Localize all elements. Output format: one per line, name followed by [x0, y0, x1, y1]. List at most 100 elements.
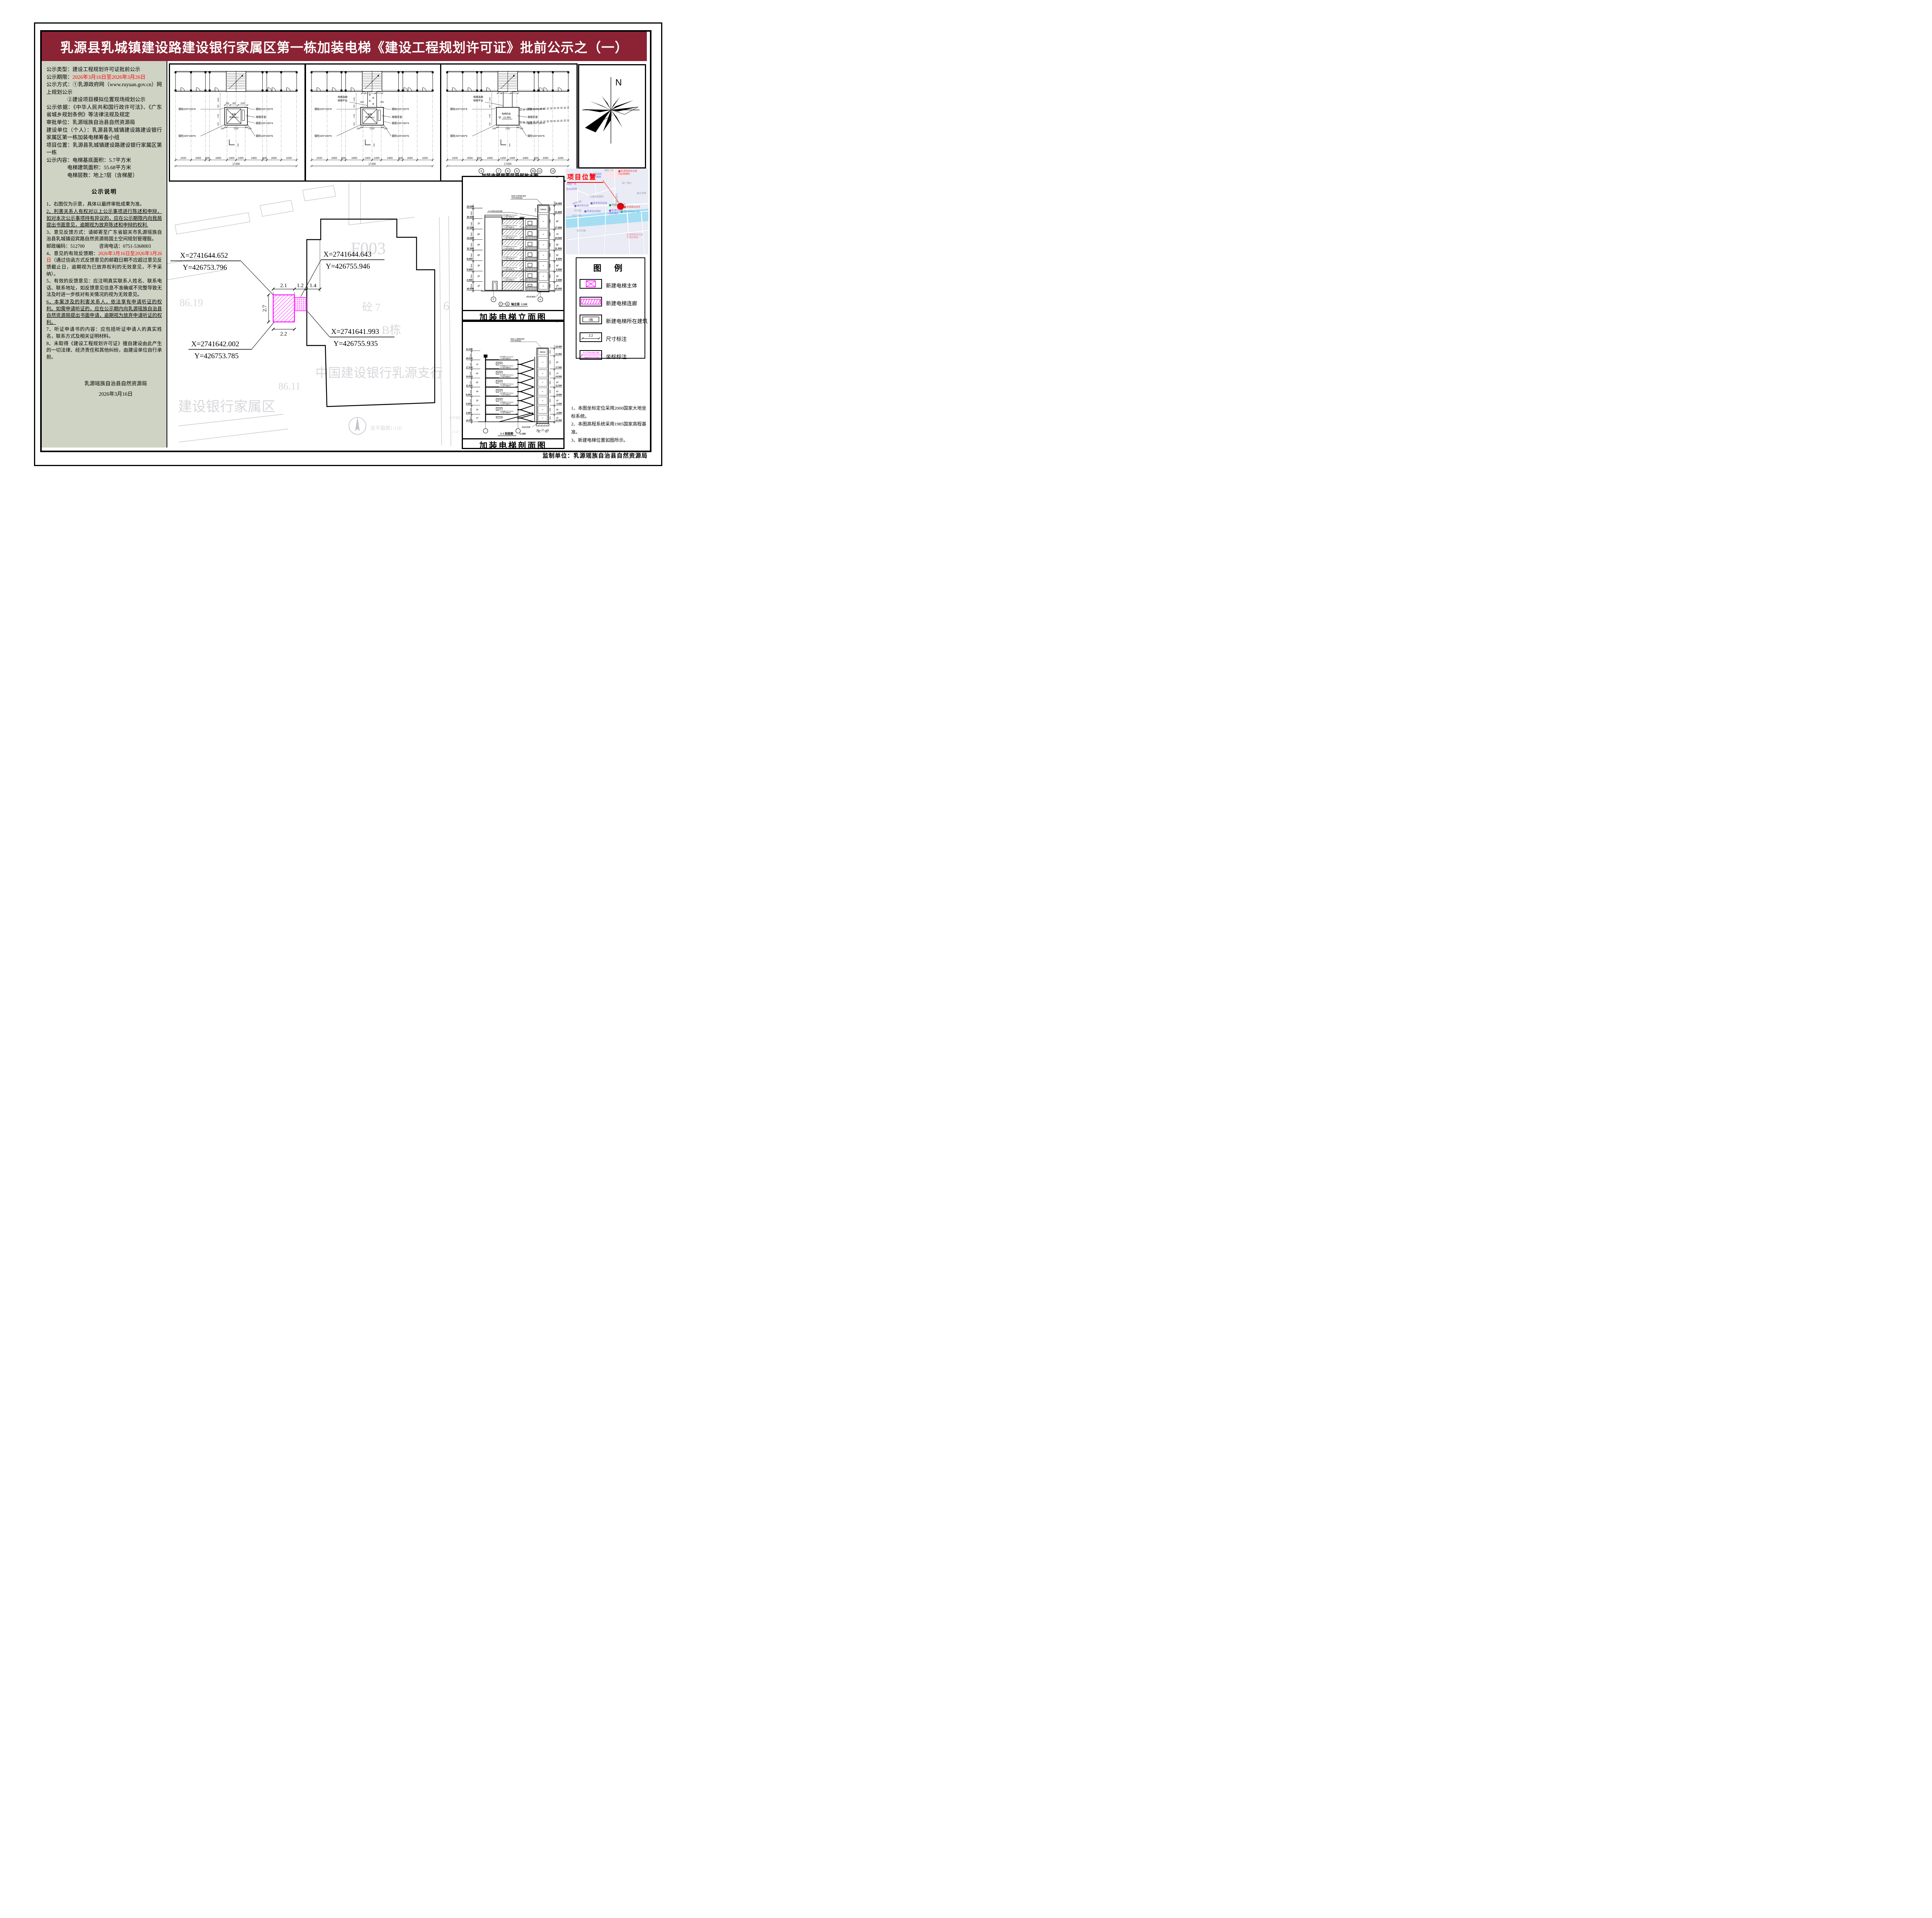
info-row-label: 建设单位（个人）：: [46, 127, 92, 133]
floor-label: 2F: [476, 409, 479, 411]
steel-column-label: 钢柱100*200*6: [256, 134, 273, 138]
roof-note: 中间50厚保温层: [511, 197, 522, 199]
railing-note: 1.2m高不锈钢栏杆: [500, 376, 511, 378]
dim: 200: [384, 128, 388, 130]
dim: 2450: [523, 157, 529, 160]
steel-column-label: 钢柱200*200*6: [450, 107, 468, 111]
axis-bubble: F: [493, 298, 494, 301]
corridor-label: 电梯连廊: [338, 95, 348, 99]
pit-dim: 400: [546, 429, 549, 430]
map-poi: 滨江中路: [577, 230, 586, 233]
info-row-label: 审批单位：: [46, 119, 73, 125]
railing-note: 栏杆间距不大于110mm: [500, 374, 514, 376]
poi-pin-icon: [621, 211, 623, 213]
glazing-mark: 〃: [542, 221, 544, 223]
coord-x: X=2741644.652: [180, 252, 228, 260]
dim-total: 17200: [232, 163, 240, 166]
spacing-dim: 2500: [549, 284, 551, 288]
spacing-dim: 2500: [470, 284, 472, 288]
poi-name: 乳城镇派出所: [626, 206, 641, 209]
spacing-dim: 3000: [549, 408, 551, 412]
map-poi: 横巷八村: [604, 170, 614, 172]
railing-note: 栏杆间距不大于110mm: [500, 401, 514, 403]
info-row-label: 项目位置：: [46, 142, 73, 148]
notice-item: 1、右图仅为示意，具体以最终审批成果为准。: [46, 201, 162, 208]
spacing-dim: 3000: [470, 222, 472, 226]
watermark-text: 86.19: [180, 297, 203, 308]
corridor-label: 电梯连廊: [473, 95, 483, 99]
info-row-label: 公示期限：: [46, 74, 73, 80]
grid-bubble: 11: [538, 170, 541, 173]
poi-name: 沿江中路: [572, 215, 582, 217]
level-value: ±0.000: [555, 419, 562, 422]
spacing-dim: 3000: [549, 264, 551, 267]
glazing-mark: 〃: [542, 285, 544, 288]
notice-item: 8、未取得《建设工程规划许可证》擅自建设由此产生的一切法律、经济责任和其他纠纷，…: [46, 340, 162, 361]
dim: 1200: [504, 91, 508, 93]
poi-name: 纸厂背村: [622, 182, 632, 185]
glazing-mark: 〃: [542, 391, 544, 393]
dim: 1300: [238, 157, 243, 160]
steel-column-label: 钢柱200*200*6: [450, 134, 468, 138]
dim: 2200: [286, 157, 292, 160]
railing-note: 1.2m高不锈钢栏杆: [503, 237, 515, 239]
floor-label: 2F: [556, 285, 559, 288]
map-poi: 乳源华天龙 商务酒店: [609, 209, 623, 215]
legend-item: 1栋 新建电梯所在建筑: [580, 315, 648, 327]
site-dim: 2.2: [280, 331, 287, 337]
info-row-value: 《中华人民共和国行政许可法》、《广东省城乡规划条例》等法律法规及规定: [46, 104, 162, 118]
legend-label: 新建电梯所在建筑: [606, 318, 648, 324]
drawing-scale: 1:100: [521, 303, 527, 306]
spacing-dim: 3000: [470, 211, 472, 215]
legend-symbol-icon: 2.2: [580, 332, 602, 342]
legend-symbol-main: [580, 279, 603, 291]
floor-label: 8F: [556, 361, 559, 364]
axis-bubble: A: [507, 303, 508, 306]
platform-label: 候梯平台: [473, 99, 483, 102]
spacing-dim: 3000: [549, 390, 551, 393]
glazing-mark: 〃: [542, 382, 544, 384]
floor-label: 7F: [478, 223, 480, 225]
dim: 2200: [558, 157, 563, 160]
dim: 950: [381, 101, 384, 104]
legend-symbol-text: 1栋: [588, 318, 593, 322]
railing-note: 栏杆间距不大于110mm: [503, 225, 517, 226]
machine-room-label: 电梯机房: [502, 112, 511, 115]
watermark-text: 86.11: [278, 381, 301, 392]
dim: 1300: [500, 157, 506, 160]
railing-note: 栏杆间距不大于110mm: [500, 383, 514, 385]
notice-explanation-list: 1、右图仅为示意，具体以最终审批成果为准。2、利害关系人有权对以上公示事项进行陈…: [46, 201, 162, 361]
poi-name: 交通局家属院: [590, 196, 604, 198]
railing-note: 1.2m高不锈钢栏杆: [500, 385, 511, 386]
notice-item: 5、有效的反馈意见：应注明真实联系人姓名、联系电话、联系地址，如反馈意见信息不准…: [46, 278, 162, 298]
notice-item: 7、听证申请书的内容：应包括听证申请人的真实姓名，联系方式及相关证明材料。: [46, 326, 162, 340]
level-value: 24.400: [555, 203, 562, 205]
railing-note: 1.2m高不锈钢栏杆: [503, 258, 515, 260]
poi-name: 乳源瑶族自治县 妇幼保健院: [618, 170, 638, 175]
map-poi: 博雅特色幼儿园: [621, 211, 639, 214]
watermark-text: 建设银行家属区: [178, 399, 276, 414]
spacing-dim: 3000: [470, 371, 472, 375]
floor-label: 1F: [476, 417, 479, 420]
dim: 2050: [407, 157, 413, 160]
producer-line: 监制单位：乳源瑶族自治县自然资源局: [542, 453, 648, 459]
level-value: 20.500: [466, 357, 473, 360]
spacing-dim: 3000: [549, 380, 551, 384]
steel-column-label: 钢柱200*200*6: [392, 107, 409, 111]
level-value: 17.500: [555, 227, 562, 229]
grid-bubble: 7: [498, 170, 499, 173]
floor-label: 7F: [476, 364, 479, 366]
map-poi: 中国南岭 瑶族风情街: [590, 173, 602, 179]
poi-name: 横巷八村: [604, 170, 614, 172]
floor-label: 1F: [556, 322, 559, 323]
notice-sheet: 乳源县乳城镇建设路建设银行家属区第一栋加装电梯《建设工程规划许可证》批前公示之（…: [0, 0, 678, 480]
level-value: 14.500: [467, 237, 474, 240]
info-row-value: 乳源县乳城镇建设路建设银行家属区第一栋: [46, 142, 162, 156]
floor-label: 3F: [478, 265, 480, 267]
page-title: 乳源县乳城镇建设路建设银行家属区第一栋加装电梯《建设工程规划许可证》批前公示之（…: [42, 32, 647, 61]
info-row: 审批单位：乳源瑶族自治县自然资源局: [46, 119, 162, 126]
new-elevator-label: 新加装电梯: [526, 296, 536, 298]
